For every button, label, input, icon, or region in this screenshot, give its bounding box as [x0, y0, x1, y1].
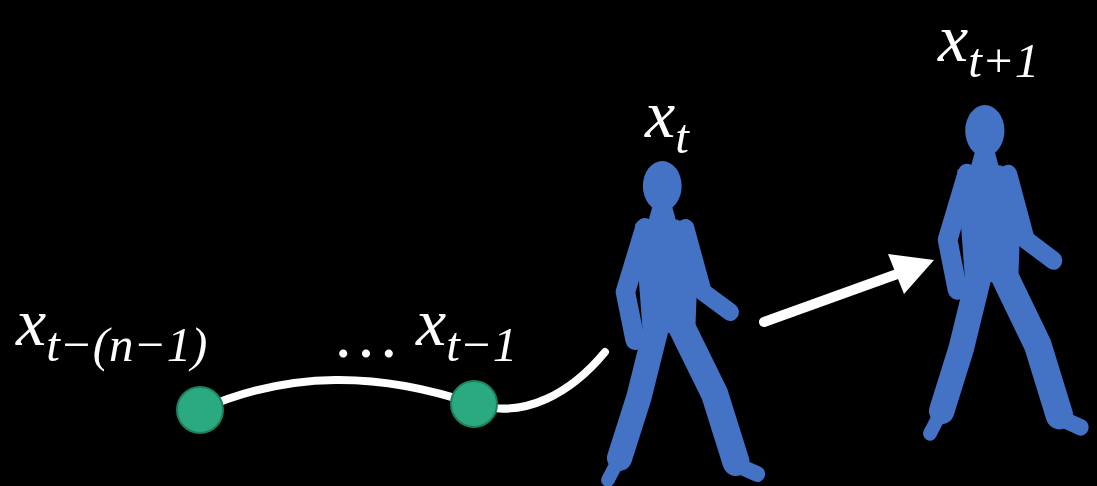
variable-label: xt−1: [416, 288, 517, 356]
trajectory-curve: [200, 352, 605, 410]
arrow-head: [888, 254, 934, 294]
past-position-dot: [451, 381, 497, 427]
past-position-dot: [177, 387, 223, 433]
person-next: [930, 105, 1081, 434]
variable-label: xt−(n−1): [16, 288, 207, 356]
variable-label: xt+1: [938, 4, 1039, 72]
ellipsis-label: …: [332, 300, 400, 368]
variable-label: xt: [645, 80, 689, 148]
person-current: [608, 161, 757, 480]
prediction-arrow: [764, 273, 900, 322]
